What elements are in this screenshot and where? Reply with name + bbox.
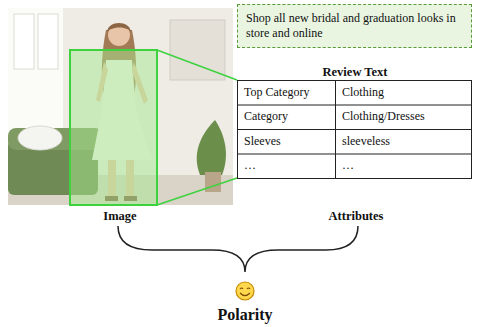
curly-brace <box>118 226 358 272</box>
table-cell: Clothing/Dresses <box>342 110 425 124</box>
table-cell: Top Category <box>244 86 309 100</box>
table-cell: Category <box>244 110 288 124</box>
polarity-label: Polarity <box>217 306 272 324</box>
attributes-label: Attributes <box>329 209 384 223</box>
review-text: Shop all new bridal and graduation looks… <box>246 11 463 41</box>
table-cell: Clothing <box>342 86 384 100</box>
table-cell: … <box>342 159 354 173</box>
review-text-box: Shop all new bridal and graduation looks… <box>237 4 472 48</box>
zoom-line <box>157 178 237 205</box>
table-cell: … <box>244 159 256 173</box>
table-grid <box>238 81 472 179</box>
image-label: Image <box>103 209 136 223</box>
table-cell: sleeveless <box>342 135 390 149</box>
photo <box>8 8 233 205</box>
zoom-line <box>157 50 237 80</box>
table-heading: Review Text <box>323 65 388 79</box>
table-cell: Sleeves <box>244 135 281 149</box>
smiley-icon <box>236 282 254 300</box>
highlight-box <box>70 50 157 205</box>
